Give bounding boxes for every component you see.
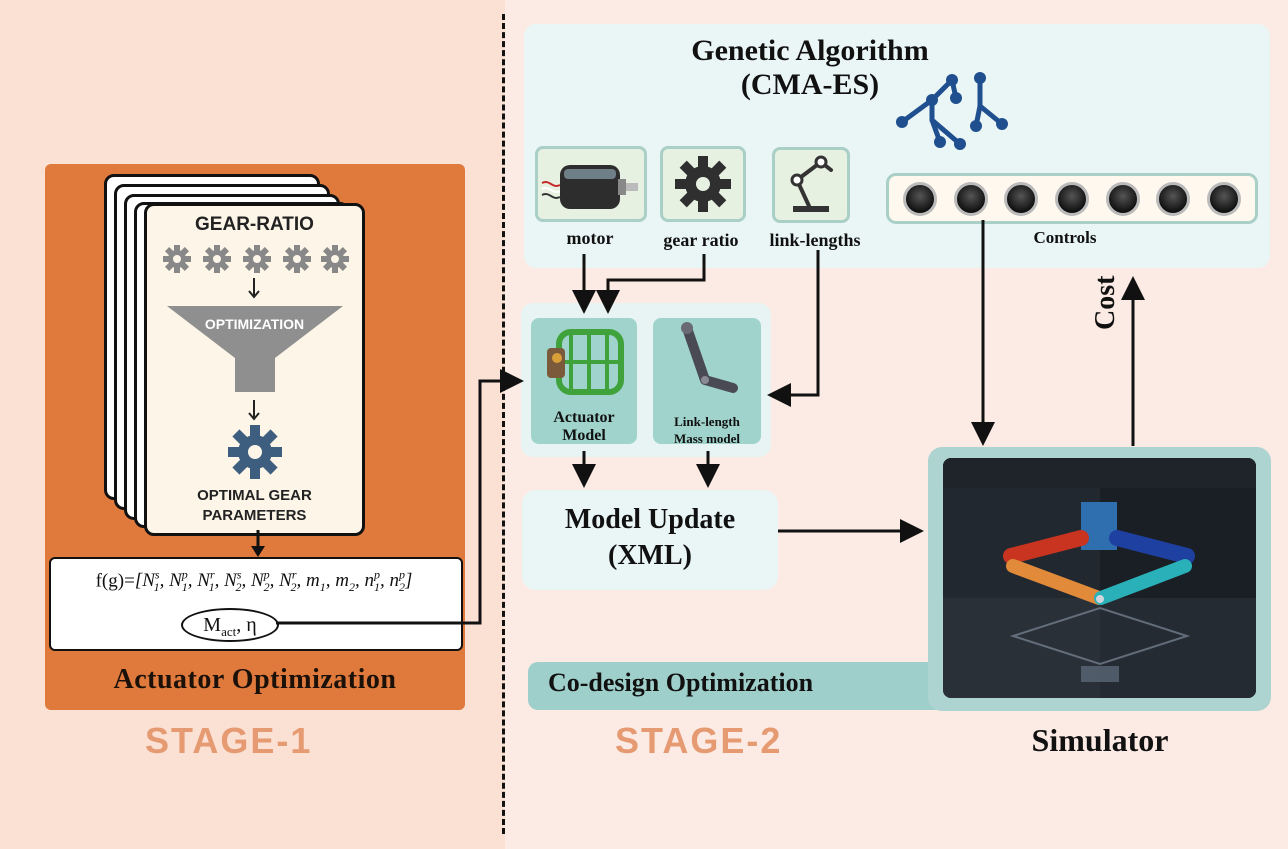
cost-label: Cost	[1090, 275, 1121, 330]
arrow-down-icon	[251, 530, 265, 557]
control-knob	[953, 181, 988, 216]
controls-label: Controls	[1033, 228, 1097, 247]
gear-ratio-title: GEAR-RATIO	[195, 214, 314, 235]
actuator-optimization-title: Actuator Optimization	[113, 664, 397, 695]
actuator-model-label: Actuator Model	[553, 409, 615, 444]
link-mass-model-label: Link-length Mass model	[673, 414, 741, 446]
gear-ratio-card: GEAR-RATIO	[144, 203, 365, 536]
arrow-down-icon	[248, 400, 260, 421]
actuator-model-icon	[547, 329, 624, 395]
control-knob	[1156, 181, 1191, 216]
optimization-label: OPTIMIZATION	[204, 316, 305, 332]
control-knob	[1105, 181, 1140, 216]
optimal-gear-parameters: OPTIMAL GEAR PARAMETERS	[197, 487, 312, 524]
stage1-label: STAGE-1	[145, 720, 313, 761]
simulator-screen	[943, 458, 1256, 698]
codesign-bar	[528, 662, 948, 710]
gear-icon	[228, 425, 282, 479]
robot-arm-icon	[790, 155, 833, 212]
motor-label: motor	[566, 228, 614, 248]
model-update-label: Model Update (XML)	[564, 504, 736, 571]
motor-icon	[541, 165, 638, 209]
model-update-box: Model Update (XML)	[522, 490, 778, 590]
mact-eta-oval: Mact, η	[181, 608, 279, 642]
controls-bar	[886, 173, 1258, 224]
link-mass-model-box: Link-length Mass model	[653, 318, 761, 446]
link-lengths-label: link-lengths	[769, 230, 861, 250]
genetic-algorithm-panel	[524, 24, 1270, 268]
arrow-down-icon	[248, 278, 260, 299]
stage2-label: STAGE-2	[615, 720, 783, 761]
formula-vector: [Ns1, Np1, Nr1, Ns2, Np2, Nr2, m1, m2, n…	[134, 568, 413, 595]
gear-ratio-label: gear ratio	[663, 230, 739, 250]
control-knob	[903, 181, 938, 216]
control-knob	[1054, 181, 1089, 216]
genetic-algorithm-title: Genetic Algorithm (CMA-ES)	[691, 34, 929, 101]
stage-divider	[502, 14, 505, 834]
codesign-title: Co-design Optimization	[548, 668, 814, 697]
simulator-render	[943, 458, 1256, 698]
motor-box	[535, 146, 647, 222]
tree-network-icon	[896, 72, 1008, 150]
control-knob	[1206, 181, 1241, 216]
gear-row-icon	[163, 245, 349, 273]
funnel-icon	[167, 306, 343, 392]
actuator-model-box: Actuator Model	[531, 318, 637, 444]
link-lengths-box	[772, 147, 850, 223]
gear-icon	[675, 156, 731, 212]
control-knob	[1004, 181, 1039, 216]
link-mass-model-icon	[681, 322, 738, 393]
gear-formula: f(g)=[Ns1, Np1, Nr1, Ns2, Np2, Nr2, m1, …	[95, 568, 413, 595]
gear-ratio-box	[660, 146, 746, 222]
simulator-label: Simulator	[1031, 722, 1169, 758]
